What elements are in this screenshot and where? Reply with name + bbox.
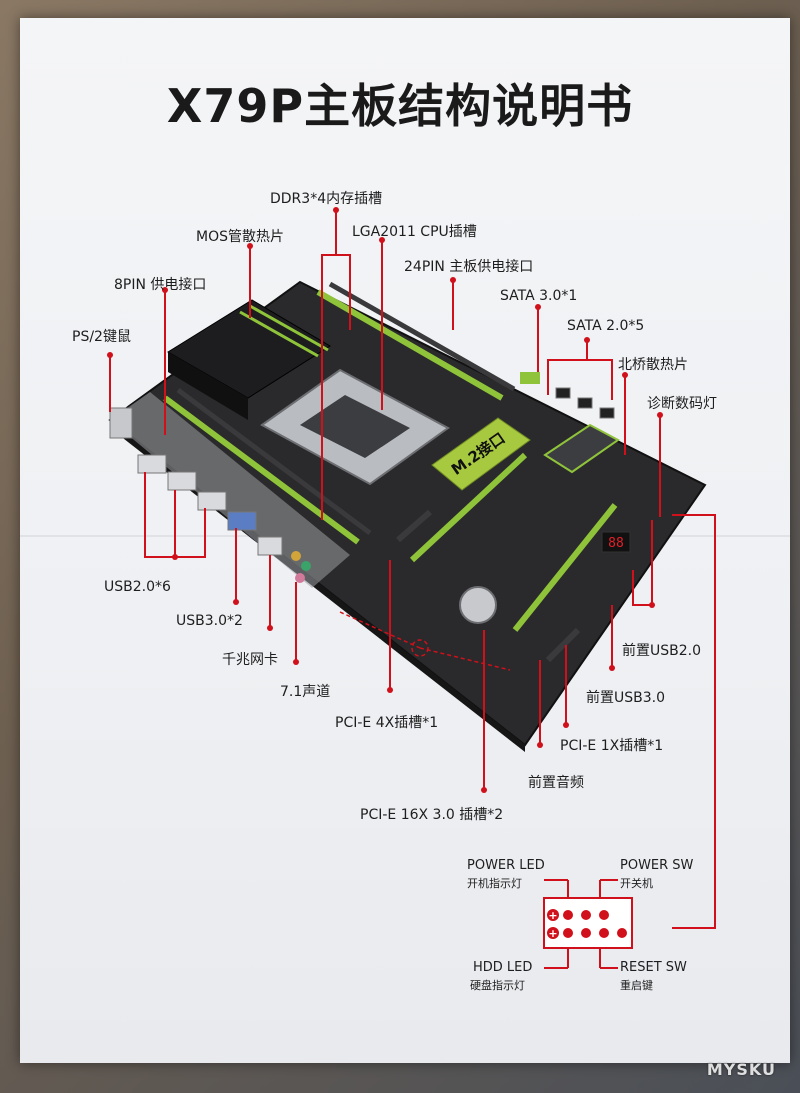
leader-lines [109, 210, 716, 968]
label-ps2: PS/2键鼠 [72, 329, 131, 345]
label-debug-led: 诊断数码灯 [647, 396, 717, 412]
label-power-sw: POWER SW [620, 858, 694, 873]
watermark: MYSKU [706, 1060, 776, 1079]
label-mos-heatsink: MOS管散热片 [196, 229, 284, 245]
label-front-audio: 前置音频 [528, 775, 584, 791]
label-usb2-rear: USB2.0*6 [104, 579, 171, 595]
label-pcie-16x: PCI-E 16X 3.0 插槽*2 [360, 807, 504, 823]
label-ddr3-slots: DDR3*4内存插槽 [270, 191, 383, 207]
label-hdd-led: HDD LED [473, 960, 533, 975]
label-northbridge: 北桥散热片 [618, 357, 688, 373]
motherboard-illustration: M.2接口 88 [108, 280, 707, 752]
rear-io-panel [110, 392, 350, 588]
debug-led-display [601, 531, 631, 553]
label-sata3: SATA 3.0*1 [500, 288, 578, 304]
mos-heatsink [167, 299, 331, 420]
plus-sign-top: + [548, 909, 557, 922]
label-front-usb3: 前置USB3.0 [586, 690, 666, 706]
plus-pin-bottom [547, 927, 559, 939]
label-pcie-1x: PCI-E 1X插槽*1 [560, 738, 664, 754]
manual-title: X79P主板结构说明书 [166, 79, 634, 133]
label-usb3-rear: USB3.0*2 [176, 613, 243, 629]
label-gigabit-lan: 千兆网卡 [222, 652, 278, 668]
leader-endpoints [107, 207, 663, 793]
label-reset-sw: RESET SW [620, 960, 687, 975]
label-24pin-power: 24PIN 主板供电接口 [404, 259, 534, 275]
label-reset-sw-cn: 重启键 [620, 979, 653, 992]
cpu-socket [260, 368, 450, 486]
front-panel-header: + + [543, 879, 633, 969]
label-hdd-led-cn: 硬盘指示灯 [470, 979, 525, 992]
northbridge-heatsink [543, 423, 620, 474]
label-power-led: POWER LED [467, 858, 545, 873]
label-lga2011-socket: LGA2011 CPU插槽 [352, 224, 477, 240]
label-8pin-power: 8PIN 供电接口 [114, 277, 207, 293]
pcie-slots [396, 452, 618, 663]
plus-sign-bottom: + [548, 927, 557, 940]
debug-led-digits: 88 [608, 536, 624, 551]
label-audio: 7.1声道 [280, 684, 331, 700]
plus-pin-top [547, 909, 559, 921]
cmos-battery [459, 586, 497, 624]
pcie-guide [339, 611, 511, 671]
header-outline [543, 897, 633, 949]
sata-ports [520, 372, 615, 419]
label-front-usb2: 前置USB2.0 [622, 643, 702, 659]
ram-slots [163, 281, 516, 545]
label-power-led-cn: 开机指示灯 [467, 877, 522, 890]
label-power-sw-cn: 开关机 [620, 877, 653, 890]
rear-ports [109, 407, 311, 583]
header-pins [563, 910, 627, 938]
label-pcie-4x: PCI-E 4X插槽*1 [335, 715, 439, 731]
label-sata2: SATA 2.0*5 [567, 318, 645, 334]
